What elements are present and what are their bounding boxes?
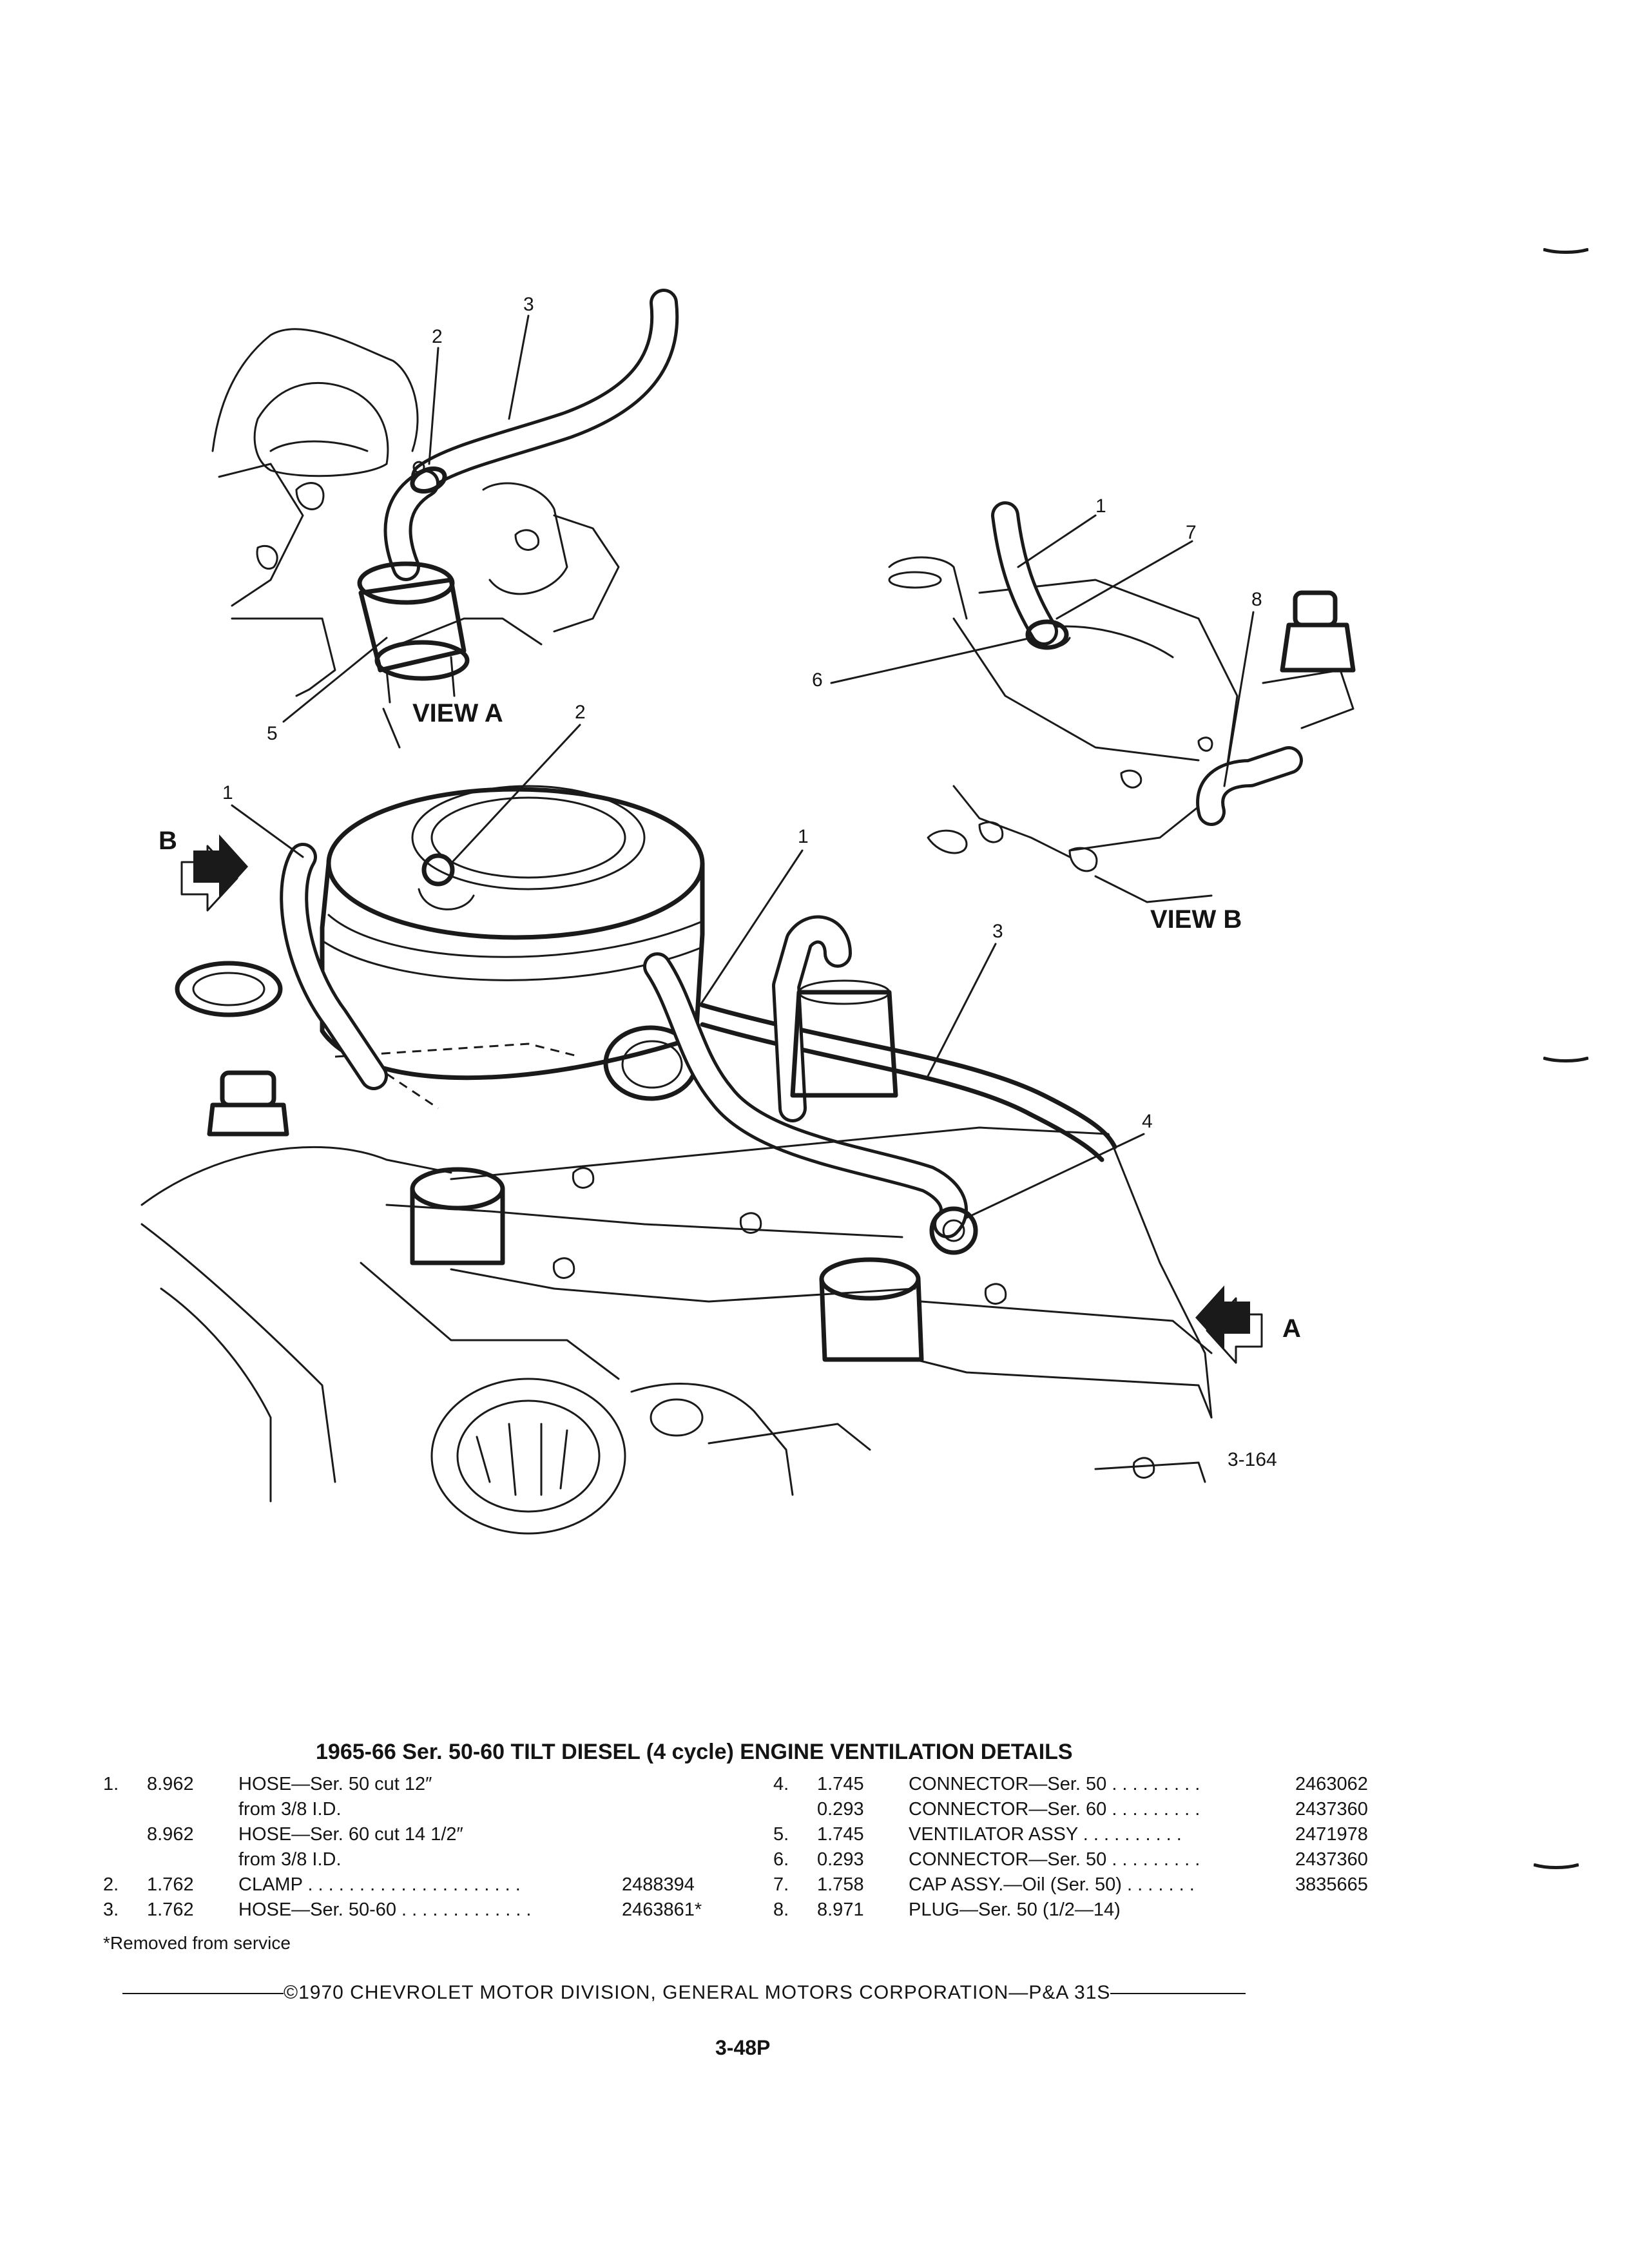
callout-view-a-2: 2 — [432, 326, 443, 347]
part-number: 2437360 — [1295, 1799, 1368, 1820]
item-number: 5. — [773, 1824, 789, 1845]
parts-row: 5. 1.745 VENTILATOR ASSY . . . . . . . .… — [773, 1822, 1392, 1847]
parts-row: 3. 1.762 HOSE—Ser. 50-60 . . . . . . . .… — [103, 1898, 786, 1923]
group-number: 0.293 — [817, 1849, 864, 1870]
rule-left — [122, 1993, 284, 1995]
callout-main-4: 4 — [1142, 1111, 1153, 1132]
parts-row: from 3/8 I.D. — [103, 1797, 786, 1822]
group-number: 1.762 — [147, 1899, 194, 1920]
item-number: 8. — [773, 1899, 789, 1920]
group-number: 8.971 — [817, 1899, 864, 1920]
margin-mark — [1543, 248, 1588, 254]
part-description: CAP ASSY.—Oil (Ser. 50) . . . . . . . — [909, 1874, 1195, 1895]
part-description: CONNECTOR—Ser. 50 . . . . . . . . . — [909, 1849, 1200, 1870]
callout-main-3: 3 — [992, 921, 1003, 942]
part-number: 2488394 — [622, 1874, 695, 1895]
part-number: 2437360 — [1295, 1849, 1368, 1870]
parts-list-title: 1965-66 Ser. 50-60 TILT DIESEL (4 cycle)… — [316, 1740, 1073, 1764]
page-number: 3-48P — [715, 2036, 771, 2059]
margin-mark — [1534, 1863, 1579, 1869]
view-a-label: VIEW A — [412, 699, 503, 727]
view-b-label: VIEW B — [1150, 905, 1242, 934]
engine-ventilation-diagram: 3 2 5 VIEW A 1 7 — [140, 289, 1356, 1535]
group-number: 8.962 — [147, 1774, 194, 1794]
parts-row: 6. 0.293 CONNECTOR—Ser. 50 . . . . . . .… — [773, 1847, 1392, 1872]
parts-row: 2. 1.762 CLAMP . . . . . . . . . . . . .… — [103, 1872, 786, 1898]
item-number: 1. — [103, 1774, 119, 1794]
part-description: HOSE—Ser. 50 cut 12″ — [238, 1774, 432, 1794]
item-number: 6. — [773, 1849, 789, 1870]
part-description: CLAMP . . . . . . . . . . . . . . . . . … — [238, 1874, 521, 1895]
part-number: 2463062 — [1295, 1774, 1368, 1794]
part-description: HOSE—Ser. 50-60 . . . . . . . . . . . . … — [238, 1899, 532, 1920]
figure-code: 3-164 — [1228, 1449, 1277, 1470]
callout-main-1-right: 1 — [798, 826, 809, 847]
group-number: 1.745 — [817, 1824, 864, 1845]
parts-row: 7. 1.758 CAP ASSY.—Oil (Ser. 50) . . . .… — [773, 1872, 1392, 1898]
view-a-arrow: A — [1195, 1285, 1301, 1364]
parts-row: 1. 8.962 HOSE—Ser. 50 cut 12″ — [103, 1772, 786, 1797]
parts-list-left-column: 1. 8.962 HOSE—Ser. 50 cut 12″ from 3/8 I… — [103, 1772, 786, 1923]
arrow-a-label: A — [1282, 1314, 1301, 1343]
margin-mark — [1543, 1057, 1588, 1062]
part-description: PLUG—Ser. 50 (1/2—14) — [909, 1899, 1121, 1920]
callout-view-a-3: 3 — [523, 294, 534, 315]
parts-row: 0.293 CONNECTOR—Ser. 60 . . . . . . . . … — [773, 1797, 1392, 1822]
item-number: 3. — [103, 1899, 119, 1920]
parts-row: from 3/8 I.D. — [103, 1847, 786, 1872]
item-number: 2. — [103, 1874, 119, 1895]
callout-view-b-6: 6 — [812, 669, 823, 691]
part-description: HOSE—Ser. 60 cut 14 1/2″ — [238, 1824, 463, 1845]
part-number: 2463861* — [622, 1899, 702, 1920]
main-engine-view: 1 2 1 3 4 B A 3-164 — [140, 702, 1301, 1535]
view-b-inset: 1 7 6 8 VIEW B — [812, 495, 1356, 934]
group-number: 1.762 — [147, 1874, 194, 1895]
parts-list-right-column: 4. 1.745 CONNECTOR—Ser. 50 . . . . . . .… — [773, 1772, 1392, 1923]
group-number: 1.745 — [817, 1774, 864, 1794]
group-number: 0.293 — [817, 1799, 864, 1820]
view-b-arrow: B — [159, 827, 248, 912]
parts-row: 4. 1.745 CONNECTOR—Ser. 50 . . . . . . .… — [773, 1772, 1392, 1797]
callout-view-b-8: 8 — [1251, 589, 1262, 610]
copyright-text: ©1970 CHEVROLET MOTOR DIVISION, GENERAL … — [284, 1982, 1111, 2003]
callout-view-a-5: 5 — [267, 723, 278, 744]
callout-view-b-1: 1 — [1095, 495, 1106, 517]
part-description: VENTILATOR ASSY . . . . . . . . . . — [909, 1824, 1182, 1845]
footnote: *Removed from service — [103, 1933, 291, 1953]
arrow-b-label: B — [159, 827, 177, 855]
group-number: 1.758 — [817, 1874, 864, 1895]
callout-main-1-left: 1 — [222, 782, 233, 803]
callout-main-2: 2 — [575, 702, 586, 723]
item-number: 7. — [773, 1874, 789, 1895]
part-number: 3835665 — [1295, 1874, 1368, 1895]
view-a-inset: 3 2 5 VIEW A — [211, 289, 679, 749]
part-description: from 3/8 I.D. — [238, 1849, 342, 1870]
parts-row: 8. 8.971 PLUG—Ser. 50 (1/2—14) — [773, 1898, 1392, 1923]
copyright-line: ©1970 CHEVROLET MOTOR DIVISION, GENERAL … — [122, 1982, 1246, 2004]
part-description: from 3/8 I.D. — [238, 1799, 342, 1820]
part-description: CONNECTOR—Ser. 60 . . . . . . . . . — [909, 1799, 1200, 1820]
part-number: 2471978 — [1295, 1824, 1368, 1845]
rule-right — [1110, 1993, 1246, 1995]
callout-view-b-7: 7 — [1186, 522, 1197, 543]
parts-row: 8.962 HOSE—Ser. 60 cut 14 1/2″ — [103, 1822, 786, 1847]
item-number: 4. — [773, 1774, 789, 1794]
group-number: 8.962 — [147, 1824, 194, 1845]
part-description: CONNECTOR—Ser. 50 . . . . . . . . . — [909, 1774, 1200, 1794]
